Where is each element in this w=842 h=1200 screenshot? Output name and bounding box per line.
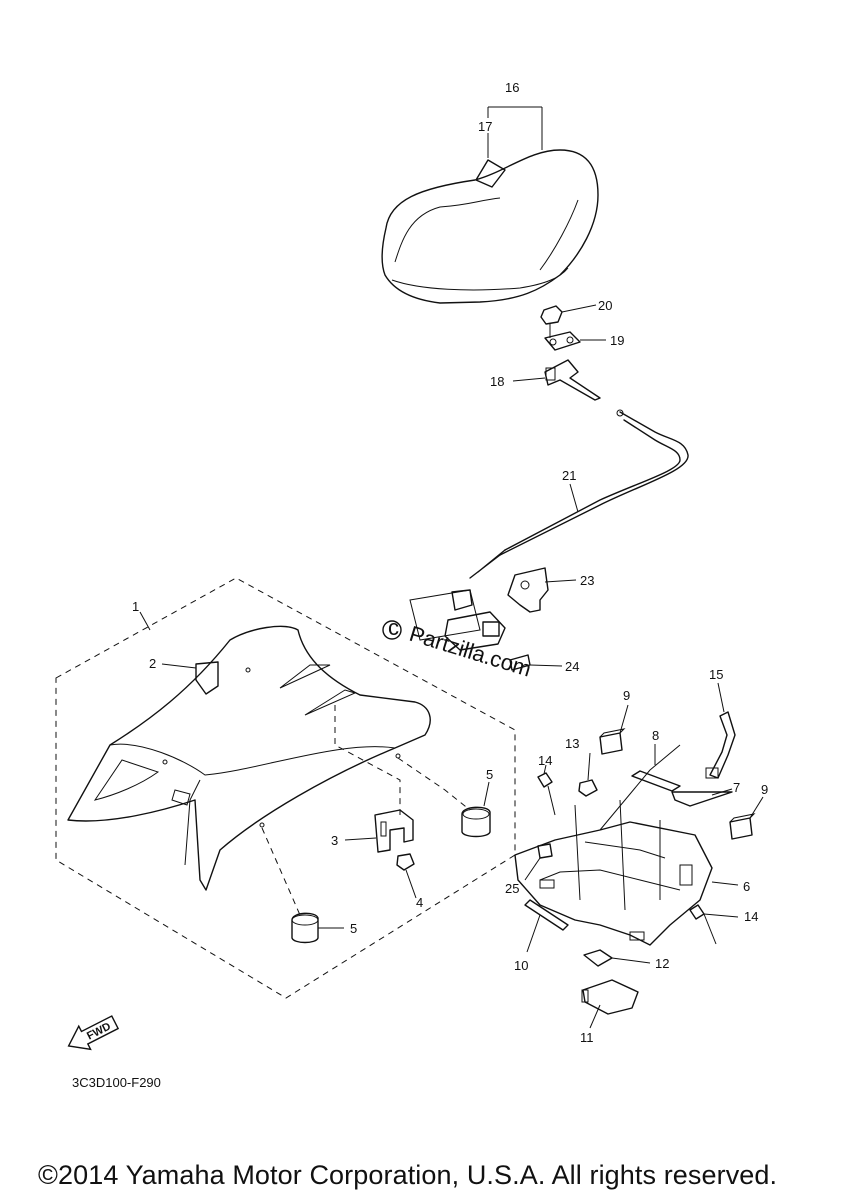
callout-15: 15 xyxy=(709,667,723,682)
nut-20 xyxy=(540,305,563,338)
lock-assembly xyxy=(409,589,506,651)
callout-5b: 5 xyxy=(350,921,357,936)
callout-25: 25 xyxy=(505,881,519,896)
leader-7 xyxy=(711,788,733,796)
partzilla-watermark: c Partzilla.com xyxy=(382,615,535,682)
callout-13: 13 xyxy=(565,736,579,751)
leader-20 xyxy=(561,304,597,313)
leader-25 xyxy=(524,857,541,881)
seat-lock-cable xyxy=(469,409,689,579)
leader-9a xyxy=(619,704,629,734)
hidden-line-c xyxy=(397,757,471,811)
leader-10 xyxy=(526,914,541,953)
passenger-seat xyxy=(67,625,431,891)
relay-9-right xyxy=(729,813,756,840)
leader-11 xyxy=(589,1004,601,1029)
callout-19: 19 xyxy=(610,333,624,348)
callout-7: 7 xyxy=(733,780,740,795)
callout-6: 6 xyxy=(743,879,750,894)
callout-9b: 9 xyxy=(761,782,768,797)
rider-seat xyxy=(381,149,599,304)
plate-12 xyxy=(583,949,613,967)
callout-3: 3 xyxy=(331,833,338,848)
leader-14b xyxy=(703,913,739,918)
damper-5-lower xyxy=(291,912,319,944)
nut-13 xyxy=(578,779,598,797)
callout-8: 8 xyxy=(652,728,659,743)
diagram-code: 3C3D100-F290 xyxy=(72,1075,161,1090)
band-8 xyxy=(599,744,681,831)
damper-25 xyxy=(537,843,553,859)
leader-2 xyxy=(161,663,197,669)
leader-18 xyxy=(512,377,546,382)
callout-14a: 14 xyxy=(538,753,552,768)
hidden-line-b xyxy=(261,827,301,916)
leader-5a xyxy=(483,781,490,807)
leader-12 xyxy=(611,957,651,964)
strap-15 xyxy=(705,711,736,779)
stay-6 xyxy=(514,799,713,946)
leader-24 xyxy=(529,664,563,667)
copyright-notice: ©2014 Yamaha Motor Corporation, U.S.A. A… xyxy=(38,1160,778,1190)
callout-18: 18 xyxy=(490,374,504,389)
leader-6 xyxy=(711,881,739,886)
leader-23 xyxy=(544,579,577,583)
bolt-14-left xyxy=(537,772,556,816)
leader-14a xyxy=(543,764,547,775)
callout-10: 10 xyxy=(514,958,528,973)
callout-12: 12 xyxy=(655,956,669,971)
leader-1 xyxy=(139,611,151,631)
callout-20: 20 xyxy=(598,298,612,313)
callout-16: 16 xyxy=(505,80,519,95)
svg-text:c: c xyxy=(388,615,399,640)
callout-23: 23 xyxy=(580,573,594,588)
leader-3 xyxy=(344,837,377,841)
callout-9a: 9 xyxy=(623,688,630,703)
bracket-3 xyxy=(374,809,414,853)
leader-4 xyxy=(405,869,417,899)
leader-9b xyxy=(749,796,764,819)
lock-bracket-23 xyxy=(507,567,549,613)
damper-5-upper xyxy=(461,806,491,838)
nut-4 xyxy=(396,853,415,871)
fwd-label: FWD xyxy=(85,1021,113,1043)
callout-24: 24 xyxy=(565,659,579,674)
callout-5a: 5 xyxy=(486,767,493,782)
bracket-18 xyxy=(544,359,601,401)
fwd-arrow-icon: FWD xyxy=(67,1015,120,1051)
leader-15 xyxy=(717,682,725,713)
leader-21 xyxy=(569,483,579,513)
callout-4: 4 xyxy=(416,895,423,910)
watermark-text: Partzilla.com xyxy=(407,621,535,682)
leader-13 xyxy=(587,752,591,781)
bracket-11 xyxy=(581,979,639,1015)
relay-9-left xyxy=(599,728,626,755)
emblem-2 xyxy=(195,661,219,695)
bolt-14-right xyxy=(689,904,717,945)
callout-17: 17 xyxy=(478,119,492,134)
plate-7 xyxy=(671,791,733,807)
callout-21: 21 xyxy=(562,468,576,483)
callout-1: 1 xyxy=(132,599,139,614)
rubber-strip-10 xyxy=(524,899,569,931)
callout-numbers: 1 2 3 4 5 5 6 7 8 9 9 10 11 12 13 14 14 … xyxy=(132,80,768,1045)
callout-14b: 14 xyxy=(744,909,758,924)
plate-19 xyxy=(544,331,581,351)
callout-2: 2 xyxy=(149,656,156,671)
leader-16 xyxy=(487,106,543,150)
callout-11: 11 xyxy=(580,1030,594,1045)
